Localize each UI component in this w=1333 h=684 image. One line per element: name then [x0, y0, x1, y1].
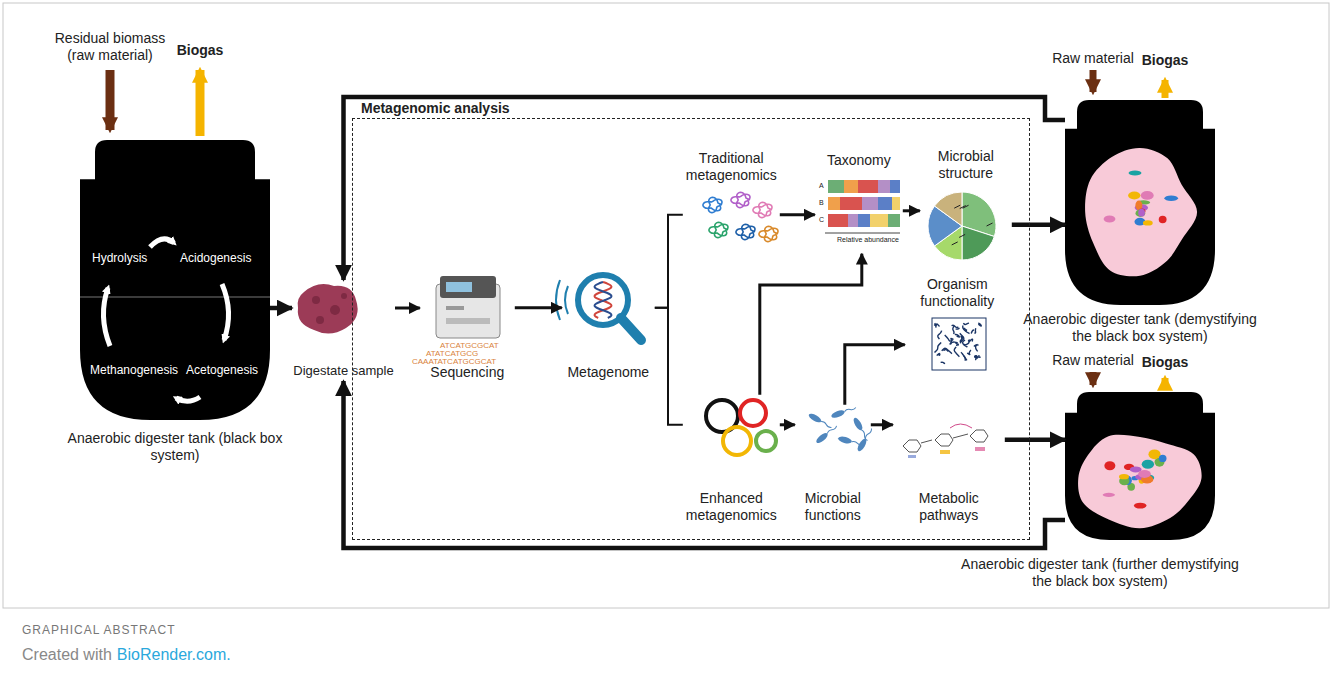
credit-text: BioRender.com. [117, 645, 231, 664]
node-label: Sequencing [420, 364, 515, 381]
flow-arrow [780, 213, 815, 216]
node-label: Hydrolysis [92, 250, 172, 267]
result-icon: Metabolic pathways [893, 405, 1005, 535]
flow-arrow [903, 209, 920, 212]
node-label: Metabolic pathways [893, 490, 1005, 524]
brace-line [655, 215, 683, 308]
node-label: Acidogenesis [180, 250, 268, 267]
digestate-sample: Digestate sample [292, 280, 395, 381]
flow-label: Residual biomass (raw material) [40, 30, 180, 64]
pathway-icon [903, 424, 988, 458]
figure-text: Relative abundance [837, 236, 899, 244]
node-label: Anaerobic digester tank (further demysti… [955, 556, 1245, 590]
analysis-panel: Metagenomic analysisSequencingMetagenome… [352, 118, 1030, 540]
flow-label: Biogas [175, 42, 225, 59]
node-label: Traditional metagenomics [683, 150, 780, 184]
figure-text: A [819, 182, 824, 190]
flow-arrow [270, 306, 292, 311]
flow-label: Raw material [1048, 352, 1138, 369]
function-pattern [932, 318, 986, 370]
taxonomy-chart [825, 180, 900, 233]
figure-text: C [819, 216, 824, 224]
figure-text: B [819, 199, 824, 207]
node-label: Anaerobic digester tank (black box syste… [50, 430, 300, 464]
digester-tank: Hydrolysis AcidogenesisAcetogenesisMethan… [80, 140, 270, 420]
flow-label: Biogas [1140, 354, 1190, 371]
node-label: Taxonomy [815, 152, 903, 169]
node-label: Microbial structure [920, 148, 1012, 182]
divider [80, 297, 270, 298]
pattern-strokes [934, 323, 981, 363]
method-icon: Traditional metagenomics [683, 150, 780, 250]
sequencer-icon [436, 276, 500, 338]
tank-outline [1065, 392, 1215, 540]
flow-arrow [344, 381, 1066, 548]
rings-icon [706, 400, 776, 455]
flow-arrow [1005, 438, 1065, 443]
flow-arrow [344, 97, 1066, 280]
digester-tank: Anaerobic digester tank (further demysti… [1065, 392, 1215, 540]
blob-texture [312, 293, 347, 324]
tank-outline [80, 140, 270, 420]
brace-line [655, 308, 683, 425]
flow-arrow [760, 254, 862, 395]
panel-title: Metagenomic analysis [361, 100, 661, 117]
step-icon: Sequencing [420, 268, 515, 388]
node-label: Organism functionality [905, 276, 1010, 310]
bacteria-icon [807, 405, 874, 453]
flow-label: Raw material [1048, 50, 1138, 67]
result-icon: Organism functionality [905, 276, 1010, 374]
flow-arrow [871, 423, 893, 426]
result-icon: Microbial functions [795, 405, 871, 535]
flow-arrow [845, 345, 905, 405]
genome-squiggles [703, 192, 778, 241]
node-label: Enhanced metagenomics [683, 490, 780, 524]
node-label: Methanogenesis [90, 362, 182, 379]
node-label: Anaerobic digester tank (demystifying th… [1020, 311, 1260, 345]
frame [3, 3, 1329, 608]
node-label: Microbial functions [795, 490, 871, 524]
flow-arrow [1012, 223, 1065, 228]
figure-text: CAAATATCATGCGCAT [412, 357, 496, 367]
node-label: Metagenome [562, 364, 655, 381]
credit-text: Created with [22, 645, 112, 664]
step-icon: Metagenome [562, 268, 655, 388]
flow-arrow [395, 307, 420, 310]
structure-pie [928, 192, 996, 260]
node-label: Digestate sample [292, 362, 395, 379]
flow-label: Biogas [1140, 52, 1190, 69]
digester-tank: Anaerobic digester tank (demystifying th… [1065, 100, 1215, 305]
flow-arrow [780, 423, 795, 426]
tank-outline [1065, 100, 1215, 305]
digestate-blob [298, 284, 358, 334]
result-icon: Microbial structure [920, 148, 1012, 263]
caption: GRAPHICAL ABSTRACT [22, 622, 176, 639]
method-icon: Enhanced metagenomics [683, 395, 780, 535]
magnifier-icon [556, 275, 641, 340]
node-label: Acetogenesis [186, 362, 266, 379]
flow-arrow [515, 306, 562, 309]
